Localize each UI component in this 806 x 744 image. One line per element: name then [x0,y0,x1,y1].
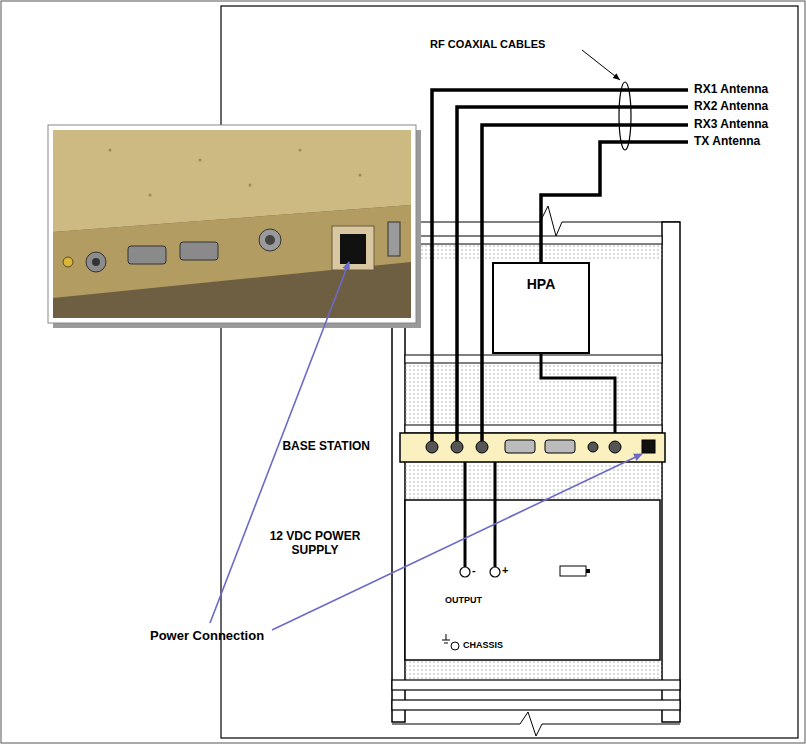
base-station-unit: BASE STATION [400,433,665,462]
callout-label: Power Connection [150,629,264,644]
cable-label: RF COAXIAL CABLES [430,38,545,51]
antenna-label: RX2 Antenna [694,100,768,114]
antenna-label: TX Antenna [694,135,760,149]
panel-label: OUTPUT [445,595,482,605]
unit-name: 12 VDC POWER SUPPLY [250,530,380,558]
unit-name: HPA [494,276,588,292]
cable-connector [541,354,615,433]
terminal-sign: + [502,564,508,577]
panel-label: CHASSIS [463,640,503,650]
terminal-sign: - [472,564,476,577]
cable-connector [465,462,495,500]
unit-name: BASE STATION [282,440,370,454]
antenna-label: RX3 Antenna [694,118,768,132]
power-supply-unit: 12 VDC POWER SUPPLYOUTPUT-+CHASSIS [405,500,660,660]
antenna-label: RX1 Antenna [694,83,768,97]
amplifier-box: HPA [492,262,590,354]
